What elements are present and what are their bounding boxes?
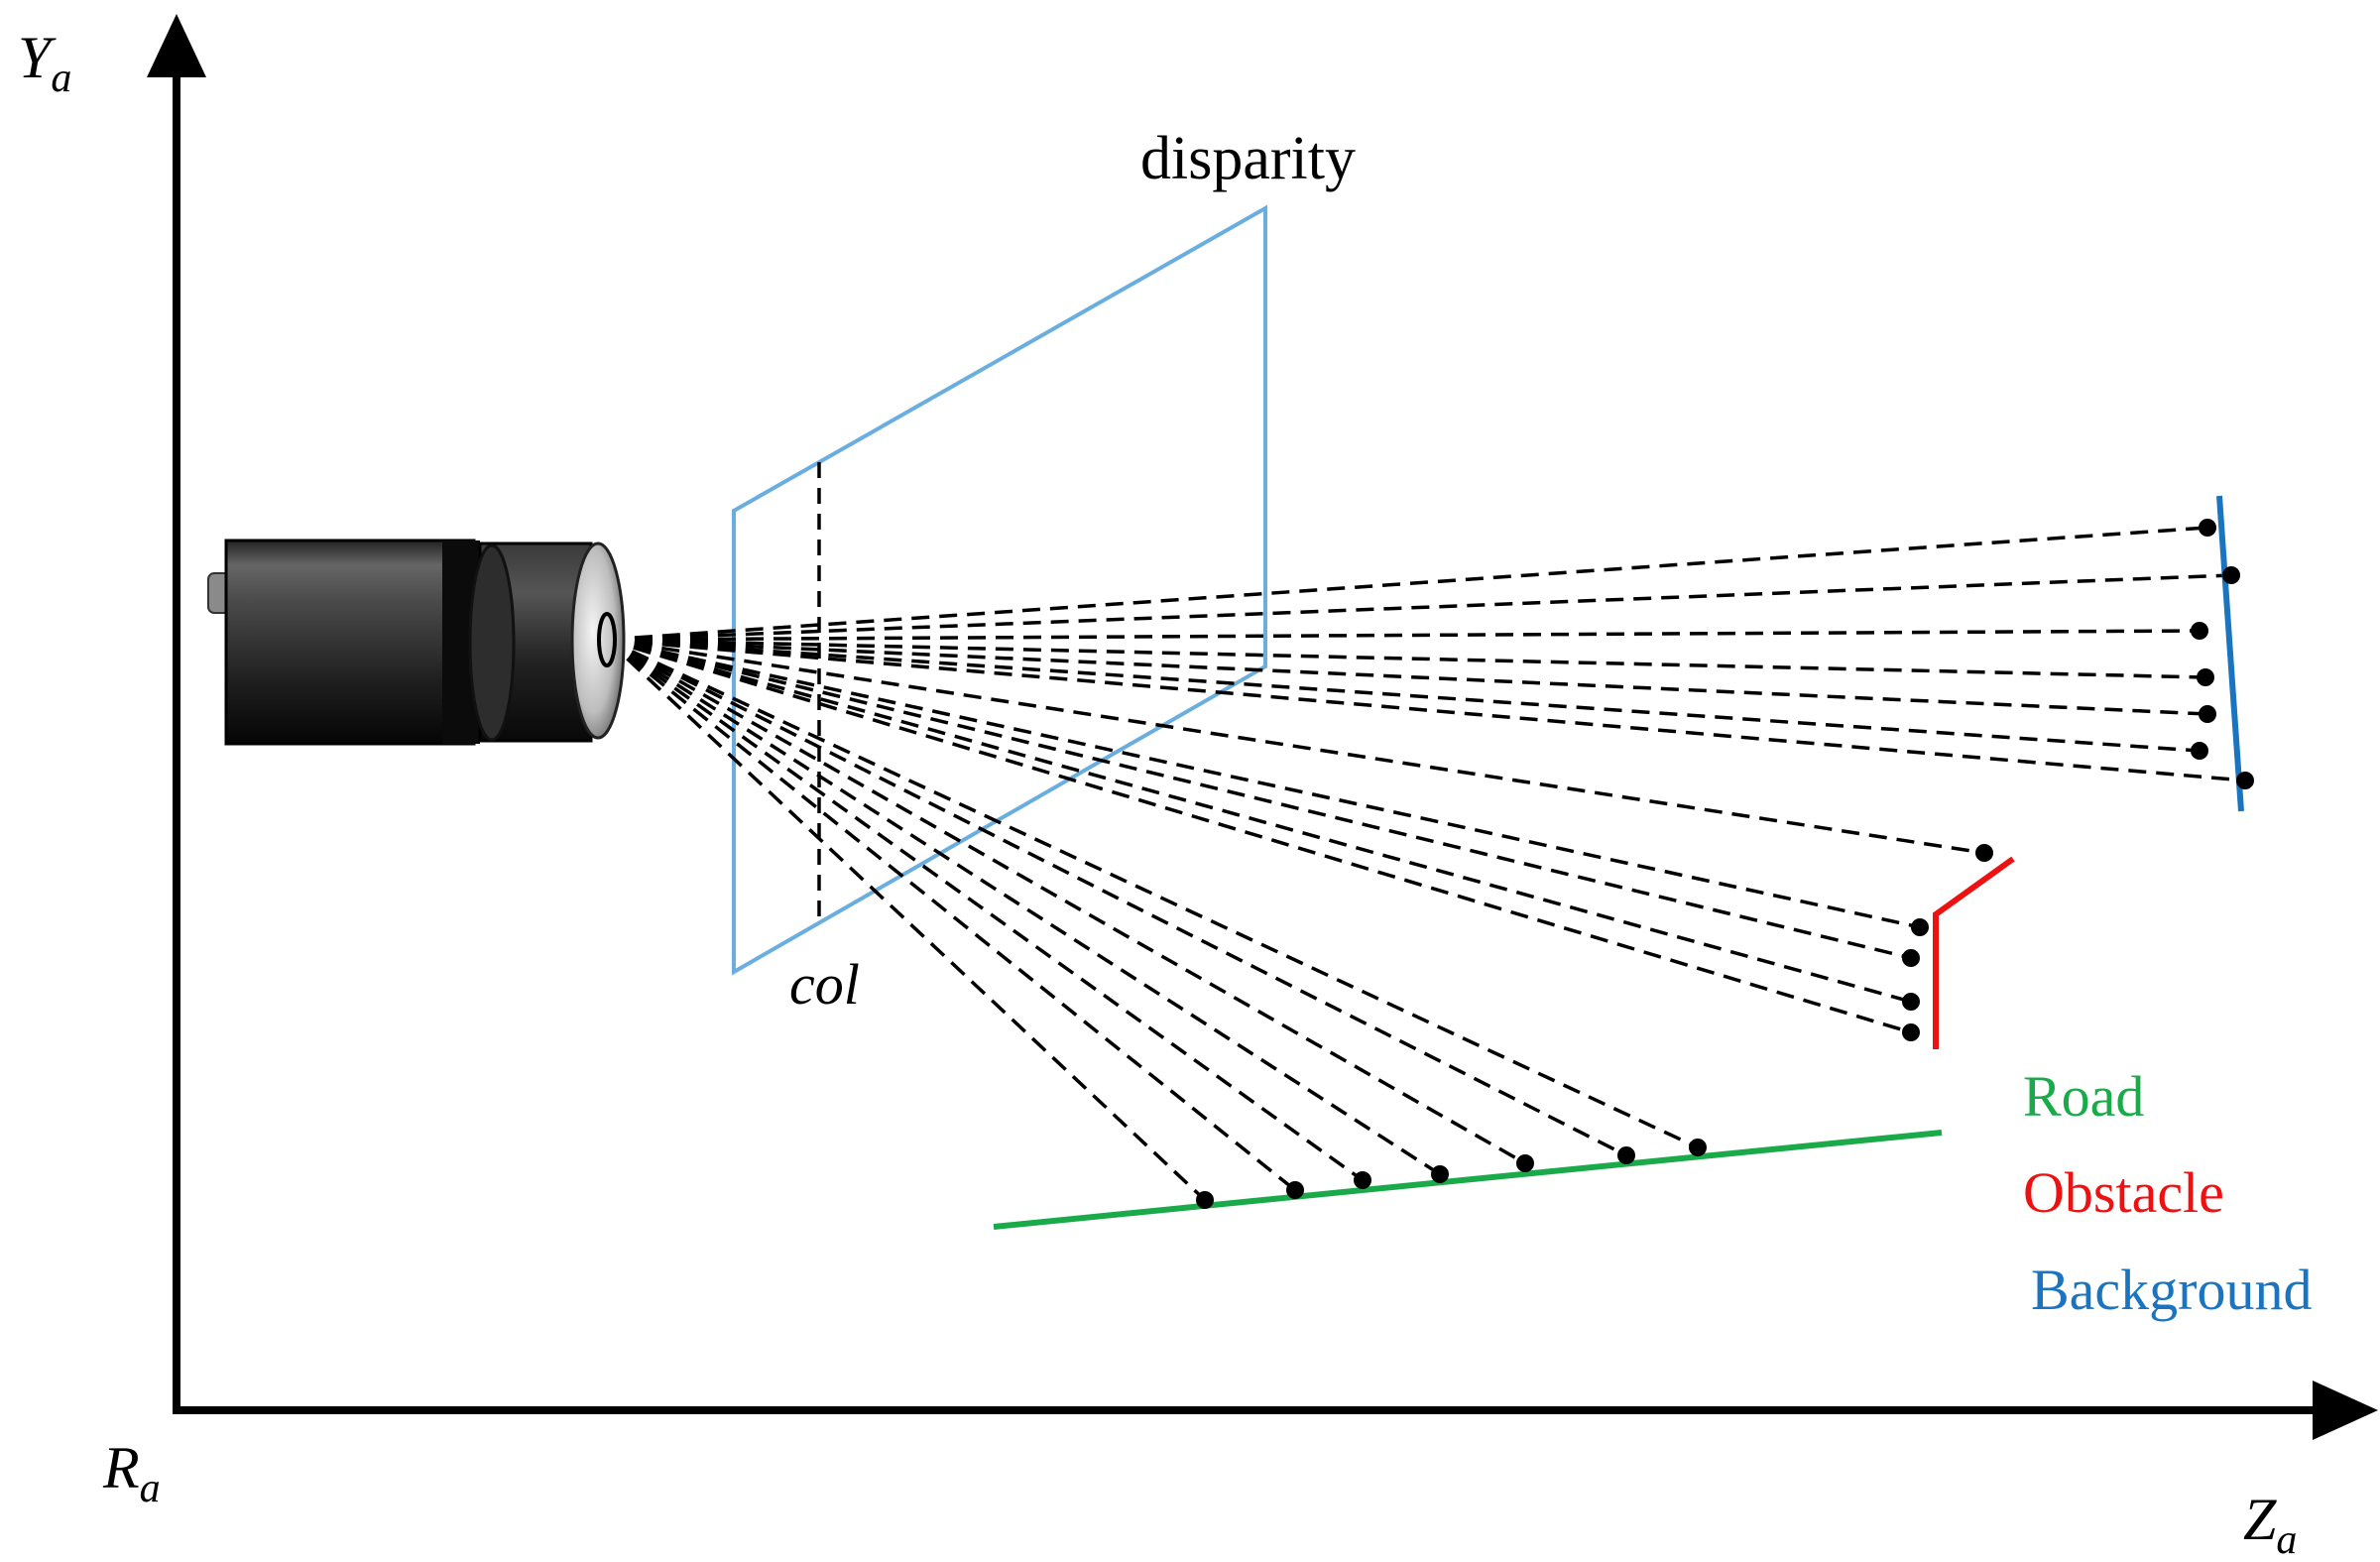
legend-obstacle: Obstacle bbox=[2023, 1160, 2224, 1225]
point-background-7 bbox=[2236, 772, 2254, 789]
y-axis-arrow bbox=[147, 14, 206, 77]
sample-points bbox=[1196, 519, 2254, 1209]
ray-background-5 bbox=[606, 638, 2208, 716]
camera-body bbox=[224, 539, 476, 746]
legend-road: Road bbox=[2023, 1064, 2144, 1129]
ray-obstacle-1 bbox=[606, 638, 1985, 855]
ray-background-4 bbox=[606, 638, 2206, 679]
point-road-2 bbox=[1617, 1146, 1635, 1164]
origin-label: Ra bbox=[102, 1435, 161, 1511]
camera-aperture bbox=[597, 612, 617, 667]
disparity-plane bbox=[732, 204, 1267, 976]
point-obstacle-4 bbox=[1902, 993, 1920, 1011]
ray-obstacle-3 bbox=[606, 638, 1912, 960]
point-road-6 bbox=[1286, 1181, 1304, 1199]
obstacle-surface-line bbox=[1933, 856, 2015, 1049]
legend: Road Obstacle Background bbox=[2023, 1064, 2313, 1322]
ray-background-1 bbox=[606, 526, 2208, 642]
point-background-5 bbox=[2199, 705, 2216, 723]
point-obstacle-2 bbox=[1911, 918, 1929, 936]
ray-road-2 bbox=[606, 638, 1627, 1157]
ray-obstacle-2 bbox=[606, 638, 1921, 929]
ray-road-6 bbox=[605, 638, 1297, 1192]
col-label: col bbox=[789, 952, 860, 1017]
ray-background-3 bbox=[606, 629, 2201, 642]
road-surface-line bbox=[993, 1130, 1943, 1230]
background-surface-line bbox=[2216, 495, 2244, 812]
camera-lens-ring bbox=[468, 543, 516, 742]
ray-background-7 bbox=[606, 638, 2246, 782]
ray-road-3 bbox=[606, 638, 1526, 1165]
ray-obstacle-5 bbox=[606, 638, 1912, 1034]
point-road-7 bbox=[1196, 1191, 1214, 1209]
point-road-1 bbox=[1689, 1139, 1707, 1156]
projection-rays bbox=[605, 526, 2246, 1202]
ray-background-6 bbox=[606, 638, 2201, 753]
camera-icon bbox=[207, 539, 626, 746]
disparity-label: disparity bbox=[1140, 125, 1356, 192]
ray-road-7 bbox=[605, 638, 1207, 1202]
point-road-3 bbox=[1516, 1154, 1534, 1172]
z-axis-arrow bbox=[2313, 1381, 2378, 1440]
ray-background-2 bbox=[606, 573, 2232, 642]
point-background-3 bbox=[2191, 622, 2208, 640]
point-obstacle-3 bbox=[1902, 949, 1920, 967]
z-axis-label: Za bbox=[2243, 1487, 2297, 1562]
axes bbox=[147, 14, 2378, 1440]
disparity-plane-frame bbox=[732, 204, 1267, 976]
ray-road-5 bbox=[605, 638, 1365, 1182]
point-road-4 bbox=[1431, 1165, 1449, 1183]
ray-obstacle-4 bbox=[606, 638, 1912, 1004]
point-background-1 bbox=[2199, 519, 2216, 537]
point-obstacle-1 bbox=[1975, 844, 1993, 862]
point-road-5 bbox=[1354, 1171, 1371, 1189]
y-axis-label: Ya bbox=[18, 25, 71, 101]
point-obstacle-5 bbox=[1902, 1023, 1920, 1041]
ray-road-1 bbox=[606, 638, 1699, 1149]
legend-background: Background bbox=[2031, 1258, 2313, 1322]
point-background-4 bbox=[2197, 668, 2214, 686]
point-background-6 bbox=[2191, 742, 2208, 760]
point-background-2 bbox=[2222, 566, 2240, 584]
